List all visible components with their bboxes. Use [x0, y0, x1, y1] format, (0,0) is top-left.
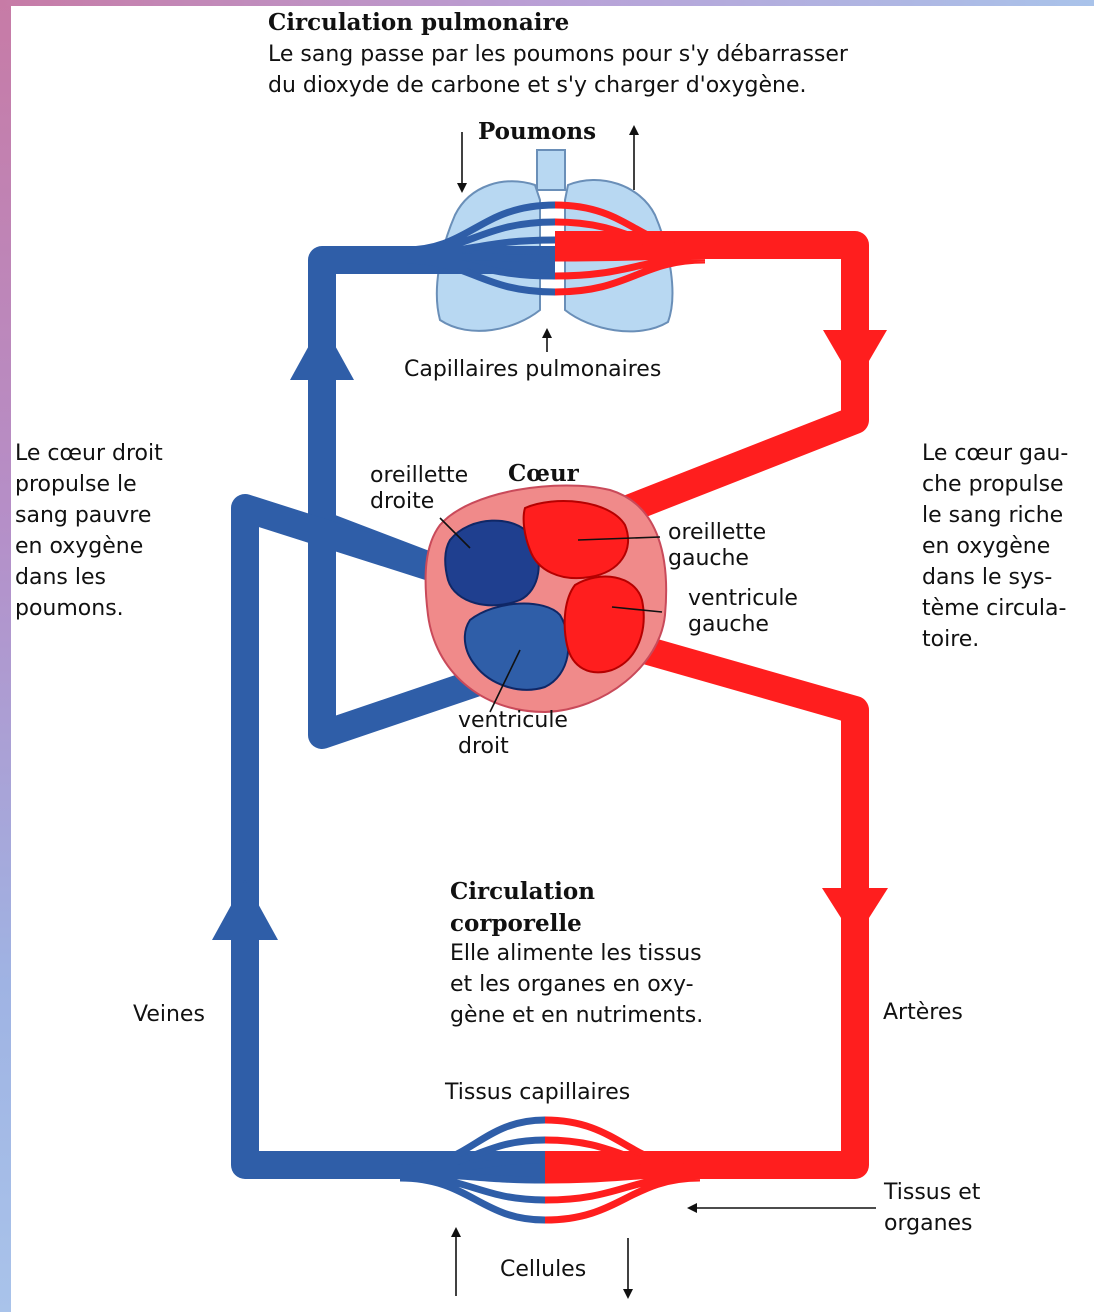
- left-heart-note-line-3: le sang riche: [922, 503, 1064, 528]
- systemic-desc-line-1: Elle alimente les tissus: [450, 941, 702, 966]
- right-ventricle: [463, 602, 570, 691]
- arrow-down-arteries: [822, 888, 888, 940]
- pulmonary-capillaries-label: Capillaires pulmonaires: [404, 357, 662, 382]
- leader-right-ventricle: [489, 649, 521, 713]
- left-heart-note: Le cœur gau- che propulse le sang riche …: [922, 438, 1068, 655]
- systemic-title-line-1: Circulation: [450, 878, 595, 905]
- left-heart-note-line-1: Le cœur gau-: [922, 441, 1069, 466]
- trachea: [536, 149, 566, 191]
- pulmonary-circulation-description: Le sang passe par les poumons pour s'y d…: [268, 39, 848, 101]
- tissue-capillaries-red: [544, 1116, 701, 1224]
- tissue-capillaries-label: Tissus capillaires: [445, 1080, 631, 1105]
- left-ventricle-label: ventricule gauche: [688, 586, 798, 638]
- right-heart-note-line-6: poumons.: [15, 596, 124, 621]
- arteries-label: Artères: [883, 1000, 963, 1025]
- cells-label: Cellules: [500, 1257, 587, 1282]
- left-atrium-line-2: gauche: [668, 546, 749, 571]
- tissues-organs-line-1: Tissus et: [884, 1180, 981, 1205]
- pulmonary-capillaries-red: [554, 201, 706, 296]
- tissues-organs-line-2: organes: [884, 1211, 973, 1236]
- leader-left-atrium: [577, 536, 661, 541]
- left-heart-note-line-7: toire.: [922, 627, 980, 652]
- right-ventricle-line-1: ventricule: [458, 708, 568, 733]
- veins-label: Veines: [133, 1002, 205, 1027]
- tissues-organs-label: Tissus et organes: [884, 1177, 980, 1239]
- page-edge-left: [0, 0, 11, 1312]
- heart-illustration: [424, 484, 668, 714]
- systemic-title-line-2: corporelle: [450, 910, 582, 937]
- page-edge-top: [0, 0, 1094, 6]
- pulmonary-desc-line-2: du dioxyde de carbone et s'y charger d'o…: [268, 73, 807, 98]
- pulmonary-capillaries-blue: [404, 201, 556, 296]
- lungs-label: Poumons: [478, 118, 597, 145]
- right-ventricle-line-2: droit: [458, 734, 509, 759]
- heart-label: Cœur: [508, 460, 579, 487]
- right-ventricle-label: ventricule droit: [458, 708, 568, 760]
- left-atrium-label: oreillette gauche: [668, 520, 766, 572]
- left-heart-note-line-4: en oxygène: [922, 534, 1051, 559]
- left-heart-note-line-6: tème circula-: [922, 596, 1067, 621]
- left-heart-note-line-5: dans le sys-: [922, 565, 1053, 590]
- leader-left-ventricle: [611, 606, 663, 613]
- systemic-circulation-description: Elle alimente les tissus et les organes …: [450, 938, 703, 1031]
- right-atrium-line-1: oreillette: [370, 463, 469, 488]
- left-atrium-line-1: oreillette: [668, 520, 767, 545]
- systemic-circuit: [212, 494, 888, 1224]
- right-heart-note-line-5: dans les: [15, 565, 106, 590]
- right-heart-note-line-1: Le cœur droit: [15, 441, 163, 466]
- arrow-down-pulmonary-vein: [823, 330, 887, 385]
- right-heart-note-line-3: sang pauvre: [15, 503, 152, 528]
- vena-cava: [231, 494, 545, 1179]
- right-heart-note-line-2: propulse le: [15, 472, 137, 497]
- systemic-circulation-title: Circulation corporelle: [450, 876, 595, 940]
- left-heart-note-line-2: che propulse: [922, 472, 1064, 497]
- pulmonary-desc-line-1: Le sang passe par les poumons pour s'y d…: [268, 42, 848, 67]
- pulmonary-circulation-title: Circulation pulmonaire: [268, 9, 570, 36]
- left-ventricle: [563, 575, 645, 674]
- left-ventricle-line-2: gauche: [688, 612, 769, 637]
- right-atrium-line-2: droite: [370, 489, 435, 514]
- tissue-capillaries-blue: [399, 1116, 546, 1224]
- leader-lines: [439, 125, 876, 1299]
- arrow-up-veins: [212, 880, 278, 940]
- right-atrium: [444, 519, 540, 607]
- left-atrium: [522, 500, 630, 580]
- systemic-desc-line-3: gène et en nutriments.: [450, 1003, 704, 1028]
- right-atrium-label: oreillette droite: [370, 463, 468, 515]
- right-heart-note: Le cœur droit propulse le sang pauvre en…: [15, 438, 163, 624]
- arrow-up-pulmonary-artery: [290, 322, 354, 380]
- right-heart-note-line-4: en oxygène: [15, 534, 144, 559]
- leader-right-atrium: [439, 517, 471, 549]
- systemic-desc-line-2: et les organes en oxy-: [450, 972, 694, 997]
- left-ventricle-line-1: ventricule: [688, 586, 798, 611]
